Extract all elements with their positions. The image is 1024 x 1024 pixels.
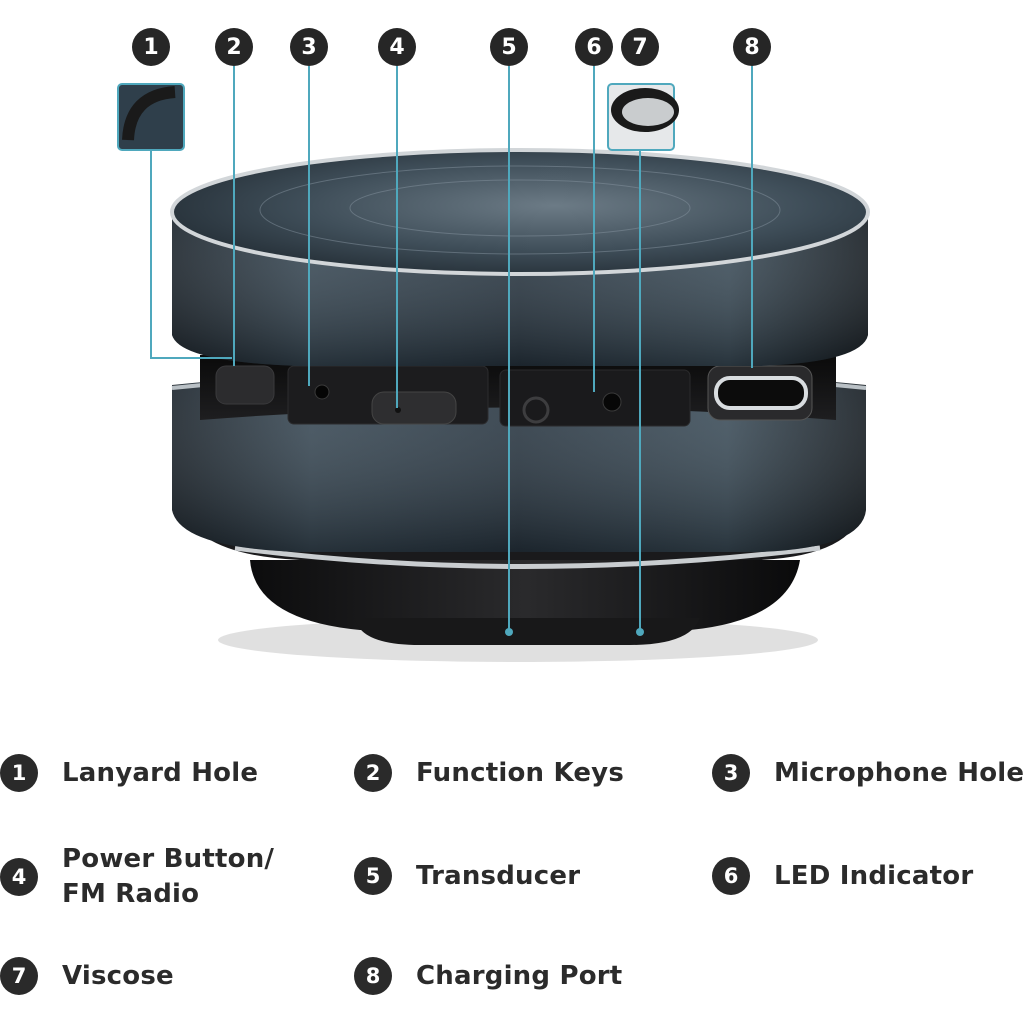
- legend-badge: 8: [354, 957, 392, 995]
- legend-label: Viscose: [62, 960, 174, 991]
- legend-item-transducer: 5 Transducer: [354, 857, 580, 895]
- legend-badge: 3: [712, 754, 750, 792]
- legend-label: LED Indicator: [774, 860, 974, 891]
- legend-item-viscose: 7 Viscose: [0, 957, 174, 995]
- power-key: [371, 391, 457, 425]
- top-disc-groove: [259, 165, 781, 255]
- legend-label: Function Keys: [416, 757, 625, 788]
- callout-badge-6: 6: [575, 28, 613, 66]
- base-foot: [355, 618, 700, 645]
- callout-badge-2: 2: [215, 28, 253, 66]
- function-key-left: [215, 365, 275, 405]
- leader-line-1: [150, 150, 232, 359]
- power-key-dot: [395, 407, 401, 413]
- callout-badge-8: 8: [733, 28, 771, 66]
- legend-label: Microphone Hole: [774, 757, 1024, 788]
- leader-end-dot: [636, 628, 644, 636]
- callout-badge-7: 7: [621, 28, 659, 66]
- leader-end-dot: [505, 628, 513, 636]
- legend-item-power-button: 4 Power Button/ FM Radio: [0, 842, 274, 912]
- top-disc-groove: [349, 179, 691, 237]
- legend-item-microphone-hole: 3 Microphone Hole: [712, 754, 1024, 792]
- legend-badge: 2: [354, 754, 392, 792]
- charging-port: [714, 376, 808, 410]
- legend-badge: 5: [354, 857, 392, 895]
- legend-badge: 1: [0, 754, 38, 792]
- callout-badge-4: 4: [378, 28, 416, 66]
- speaker-diagram: [117, 66, 870, 662]
- legend-item-lanyard-hole: 1 Lanyard Hole: [0, 754, 258, 792]
- callout-badge-5: 5: [490, 28, 528, 66]
- microphone-hole: [314, 384, 330, 400]
- power-symbol-icon: [522, 396, 550, 424]
- callout-badge-1: 1: [132, 28, 170, 66]
- legend-item-function-keys: 2 Function Keys: [354, 754, 624, 792]
- top-disc-rim: [170, 148, 870, 276]
- legend-item-charging-port: 8 Charging Port: [354, 957, 622, 995]
- viscose-detail-highlight: [622, 98, 674, 126]
- legend-badge: 4: [0, 858, 38, 896]
- led-indicator: [602, 392, 622, 412]
- speaker-base: [250, 560, 800, 630]
- legend-label: Lanyard Hole: [62, 757, 259, 788]
- callout-badge-3: 3: [290, 28, 328, 66]
- legend-badge: 7: [0, 957, 38, 995]
- base-silver-ring: [234, 545, 821, 569]
- legend-label: Transducer: [416, 860, 581, 891]
- legend-item-led-indicator: 6 LED Indicator: [712, 857, 973, 895]
- legend-label: Power Button/ FM Radio: [62, 844, 275, 909]
- legend-label: Charging Port: [416, 960, 623, 991]
- lanyard-detail-shape: [122, 86, 176, 141]
- legend-badge: 6: [712, 857, 750, 895]
